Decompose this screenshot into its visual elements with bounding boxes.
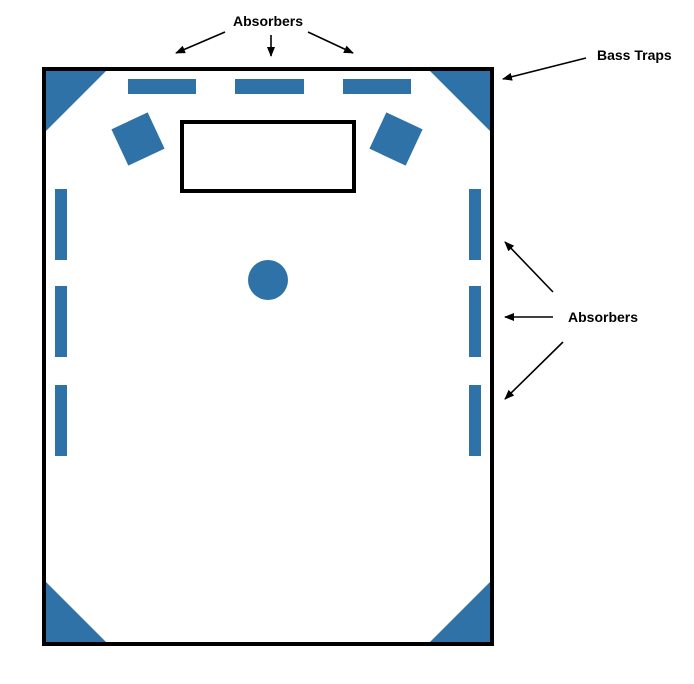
right-absorber-1 (469, 189, 481, 260)
left-absorber-2 (55, 286, 67, 357)
front-absorber-right (343, 79, 411, 94)
top-absorbers-label: Absorbers (233, 13, 303, 29)
bass-trap-top-right (430, 71, 490, 131)
bass-trap-top-left (46, 71, 106, 131)
bass-traps-label: Bass Traps (597, 47, 672, 63)
right-absorber-2 (469, 286, 481, 357)
arrow-top-left (175, 31, 226, 54)
front-absorber-center (235, 79, 304, 94)
bass-trap-bottom-right (430, 582, 490, 642)
side-absorbers-label: Absorbers (568, 309, 638, 325)
bass-trap-bottom-left (46, 582, 106, 642)
listening-position (248, 260, 288, 300)
arrow-top-right (307, 31, 354, 54)
desk (180, 120, 356, 193)
speaker-left (111, 112, 165, 166)
arrow-bass-traps (502, 57, 587, 81)
speaker-right (369, 112, 423, 166)
right-absorber-3 (469, 385, 481, 456)
arrow-side-upper (504, 241, 554, 293)
left-absorber-1 (55, 189, 67, 260)
left-absorber-3 (55, 385, 67, 456)
arrow-side-lower (504, 341, 564, 400)
front-absorber-left (128, 79, 196, 94)
